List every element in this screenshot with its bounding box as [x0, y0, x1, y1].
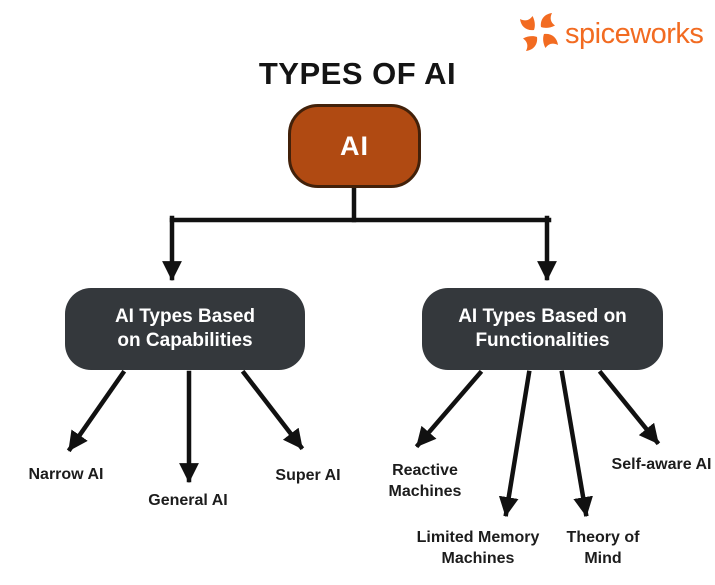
arrow-to-self-aware-ai	[597, 369, 661, 446]
arrow-to-theory-of-mind	[559, 370, 593, 517]
page-title: TYPES OF AI	[258, 56, 457, 91]
leaf-theory-of-mind: Theory of Mind	[566, 529, 640, 567]
spiceworks-logo: spiceworks	[518, 11, 704, 58]
arrow-to-narrow-ai	[66, 369, 127, 453]
node-ai-types-functionalities: AI Types Based on Functionalities	[422, 288, 663, 370]
spiceworks-wordmark: spiceworks	[565, 18, 704, 50]
leaf-super-ai: Super AI	[275, 467, 341, 484]
arrow-to-super-ai	[240, 369, 305, 451]
leaf-limited-memory-machines: Limited Memory Machines	[416, 529, 540, 567]
spiceworks-pinwheel-icon	[518, 11, 560, 58]
node-ai-root-label: AI	[340, 130, 369, 161]
leaf-reactive-machines: Reactive Machines	[388, 462, 462, 500]
arrow-to-limited-memory	[498, 370, 532, 517]
arrow-to-reactive-machines	[414, 369, 484, 449]
node-capabilities-label: AI Types Based on Capabilities	[114, 305, 256, 351]
leaf-general-ai: General AI	[148, 492, 228, 509]
leaf-narrow-ai: Narrow AI	[28, 466, 104, 483]
leaf-self-aware-ai: Self-aware AI	[611, 456, 712, 473]
node-functionalities-label: AI Types Based on Functionalities	[458, 305, 627, 351]
node-ai-types-capabilities: AI Types Based on Capabilities	[65, 288, 305, 370]
node-ai-root: AI	[288, 104, 421, 188]
